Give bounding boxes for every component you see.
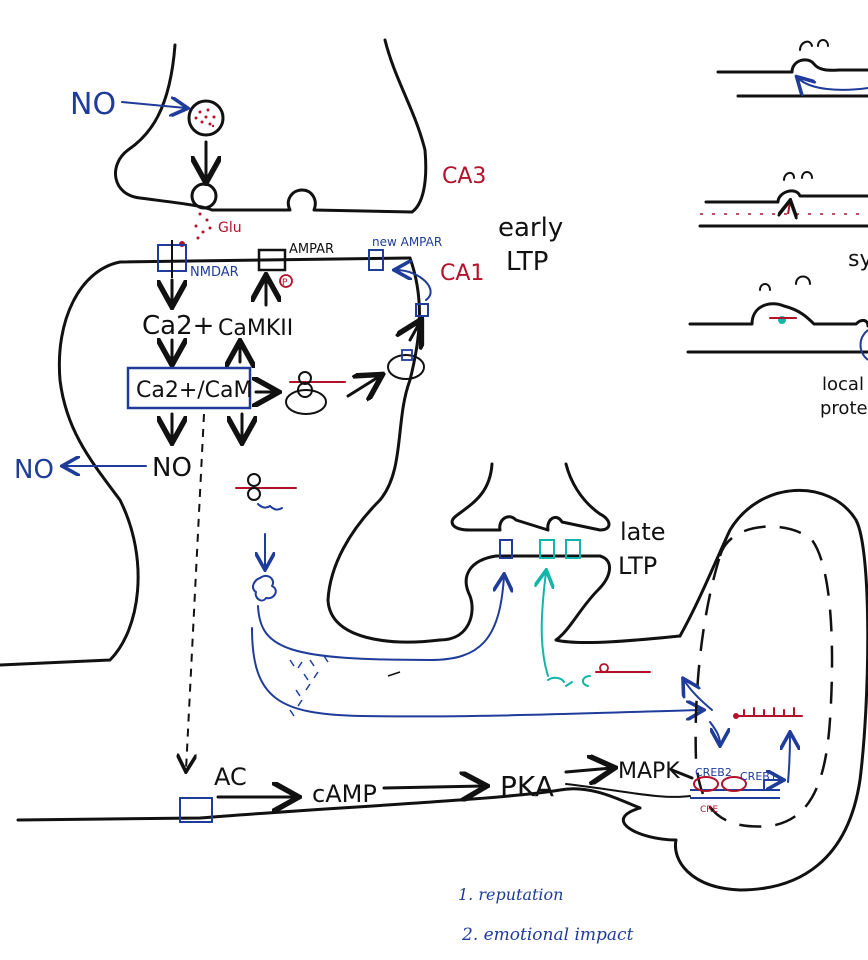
camp-to-pka-arrow <box>382 786 484 788</box>
protein-label: protei <box>820 398 868 419</box>
local-label: local <box>822 374 864 395</box>
ribosome-to-vesicle-arrow <box>346 376 380 396</box>
no-top-label: NO <box>70 87 116 122</box>
creb1-label: CREB1 <box>740 770 777 783</box>
nmdar-label: NMDAR <box>190 265 239 280</box>
soma-outline <box>622 489 868 892</box>
late-label: late <box>620 518 666 546</box>
axon-stubble <box>289 655 329 717</box>
cre-label: CRE <box>700 805 719 815</box>
ampar-insert <box>396 270 432 317</box>
ampar-vesicle <box>387 349 425 380</box>
export-arrow <box>684 680 713 711</box>
glu-label: Glu <box>218 220 242 236</box>
nuclear-mrna <box>733 707 803 719</box>
right-sketch-bottom <box>686 275 868 361</box>
pka-to-mapk-arrow <box>564 768 612 772</box>
nucleus-outline <box>694 525 834 828</box>
late-ltp-label: LTP <box>618 552 657 580</box>
docked-vesicle <box>179 182 218 247</box>
vesicle-up-arrow <box>410 322 420 340</box>
nuclear-import-arrow <box>709 721 720 744</box>
mapk-to-creb-arrow <box>670 768 694 780</box>
ampar-receptor <box>257 248 287 272</box>
no-left-label: NO <box>14 455 54 485</box>
ca3-label: CA3 <box>442 164 486 189</box>
sy-label: sy <box>848 247 868 272</box>
camp-label: cAMP <box>312 780 377 808</box>
no-arrow-in <box>121 102 186 108</box>
new-ampar-receptor <box>368 249 384 271</box>
creb2-label: CREB2 <box>695 766 732 779</box>
late-ampar-1 <box>499 539 513 559</box>
late-spine <box>438 554 682 645</box>
transport-path-2 <box>251 627 702 716</box>
camkii-label: CaMKII <box>218 316 293 341</box>
new-ampar-label: new AMPAR <box>372 235 442 249</box>
pka-to-nucleus-arrow <box>565 783 691 798</box>
pka-label: PKA <box>500 770 554 803</box>
mapk-label: MAPK <box>618 759 680 784</box>
note-1: 1. reputation <box>458 885 563 904</box>
protein-blob <box>252 574 277 602</box>
mrna-lower <box>235 473 297 511</box>
ca-cam-box <box>126 366 252 410</box>
early-label: early <box>498 213 563 243</box>
ac-label: AC <box>214 763 247 791</box>
presynaptic-terminal <box>114 38 428 214</box>
note-2: 2. emotional impact <box>461 925 634 945</box>
transport-path-1 <box>257 576 504 661</box>
late-presynaptic <box>450 462 611 532</box>
ca1-label: CA1 <box>440 261 484 286</box>
right-sketch-mid <box>698 171 868 228</box>
ribosome-translation <box>285 371 346 415</box>
creb-complex <box>690 734 790 799</box>
phospho-label: P <box>282 278 288 288</box>
no-vesicle <box>187 99 225 137</box>
ac-enzyme <box>179 797 213 823</box>
ampar-label: AMPAR <box>289 242 334 257</box>
ca-cam-label: Ca2+/CaM <box>136 378 253 403</box>
teal-transport <box>542 572 548 677</box>
teal-translation <box>547 663 651 687</box>
stray-mark <box>387 671 401 677</box>
late-ampar-3 <box>565 539 581 559</box>
right-sketch-top <box>716 39 868 98</box>
early-ltp-label: LTP <box>506 247 548 277</box>
no-mid-label: NO <box>152 453 192 483</box>
ca-label: Ca2+ <box>142 311 214 341</box>
late-ampar-2 <box>539 539 555 559</box>
